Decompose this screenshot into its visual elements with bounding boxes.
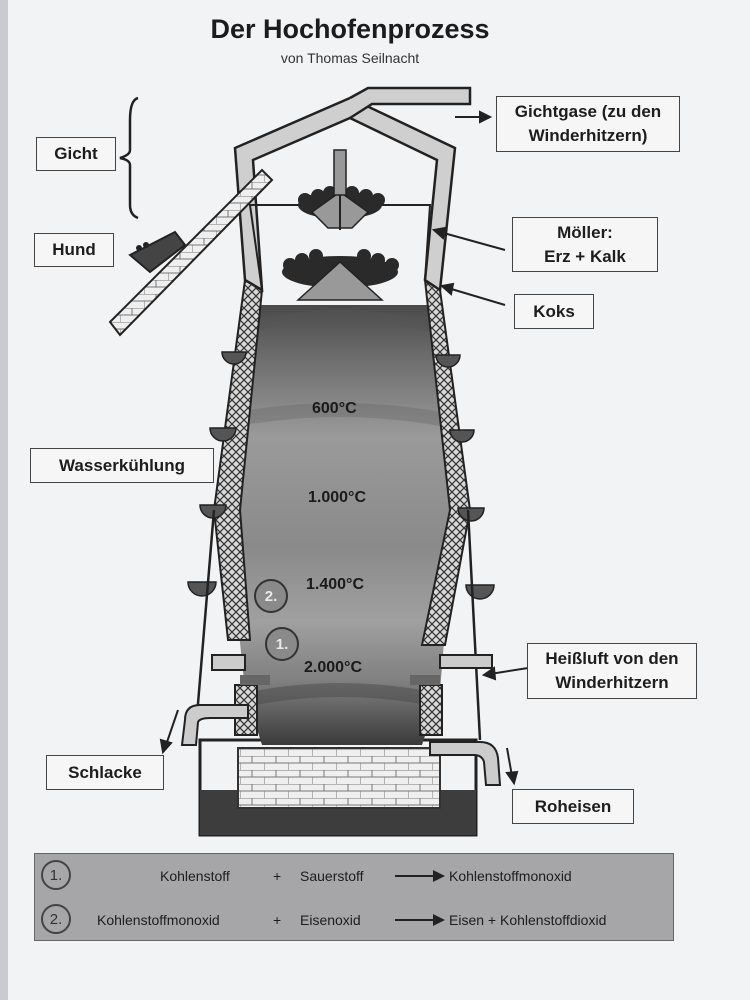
top-gas-pipe bbox=[349, 86, 472, 120]
label-wasserkuehlung: Wasserkühlung bbox=[30, 448, 214, 483]
temperature-1400: 1.400°C bbox=[306, 576, 364, 593]
label-gicht: Gicht bbox=[36, 137, 116, 171]
label-schlacke: Schlacke bbox=[46, 755, 164, 790]
label-heissluft-line2: Winderhitzern bbox=[555, 673, 669, 692]
legend-2-arrow-head bbox=[433, 914, 445, 926]
label-moeller: Möller: Erz + Kalk bbox=[512, 217, 658, 272]
legend-1-reactant-a: Kohlenstoff bbox=[160, 868, 230, 884]
legend-1-plus: + bbox=[273, 868, 282, 884]
legend-1-product: Kohlenstoffmonoxid bbox=[449, 868, 572, 884]
label-heissluft: Heißluft von den Winderhitzern bbox=[527, 643, 697, 699]
legend-number-1: 1. bbox=[41, 860, 71, 890]
temperature-2000: 2.000°C bbox=[304, 659, 362, 676]
page-subtitle: von Thomas Seilnacht bbox=[280, 50, 420, 66]
legend-2-plus: + bbox=[273, 912, 282, 928]
temperature-600: 600°C bbox=[312, 400, 357, 417]
pig-iron-spout bbox=[429, 741, 502, 786]
page-title: Der Hochofenprozess bbox=[210, 14, 490, 44]
label-heissluft-line1: Heißluft von den bbox=[545, 649, 679, 668]
temperature-1000: 1.000°C bbox=[308, 489, 366, 506]
legend-1-arrow bbox=[395, 875, 433, 877]
label-koks: Koks bbox=[514, 294, 594, 329]
label-moeller-line1: Möller: bbox=[557, 222, 613, 242]
legend-2-arrow bbox=[395, 919, 433, 921]
legend-1-reactant-b: Sauerstoff bbox=[300, 868, 364, 884]
pointer-arrows bbox=[119, 96, 529, 786]
brick-foundation bbox=[237, 747, 441, 809]
label-gichtgase-line2: Winderhitzern) bbox=[528, 126, 648, 145]
label-roheisen: Roheisen bbox=[512, 789, 634, 824]
legend-row-2: 2. Kohlenstoffmonoxid + Eisenoxid Eisen … bbox=[35, 898, 675, 942]
label-moeller-line2: Erz + Kalk bbox=[544, 246, 626, 266]
reaction-legend: 1. Kohlenstoff + Sauerstoff Kohlenstoffm… bbox=[34, 853, 674, 941]
legend-row-1: 1. Kohlenstoff + Sauerstoff Kohlenstoffm… bbox=[35, 854, 675, 898]
slag-spout bbox=[180, 704, 249, 746]
skip-cart bbox=[128, 230, 187, 274]
legend-1-arrow-head bbox=[433, 870, 445, 882]
zone-marker-2: 2. bbox=[254, 579, 288, 613]
legend-2-reactant-a: Kohlenstoffmonoxid bbox=[97, 912, 220, 928]
legend-number-2: 2. bbox=[41, 904, 71, 934]
legend-2-reactant-b: Eisenoxid bbox=[300, 912, 361, 928]
skip-incline bbox=[108, 168, 274, 337]
furnace-top-housing bbox=[233, 96, 457, 293]
legend-2-product: Eisen + Kohlenstoffdioxid bbox=[449, 912, 607, 928]
label-gichtgase: Gichtgase (zu den Winderhitzern) bbox=[496, 96, 680, 152]
label-hund: Hund bbox=[34, 233, 114, 267]
label-gichtgase-line1: Gichtgase (zu den bbox=[514, 102, 662, 121]
zone-marker-1: 1. bbox=[265, 627, 299, 661]
